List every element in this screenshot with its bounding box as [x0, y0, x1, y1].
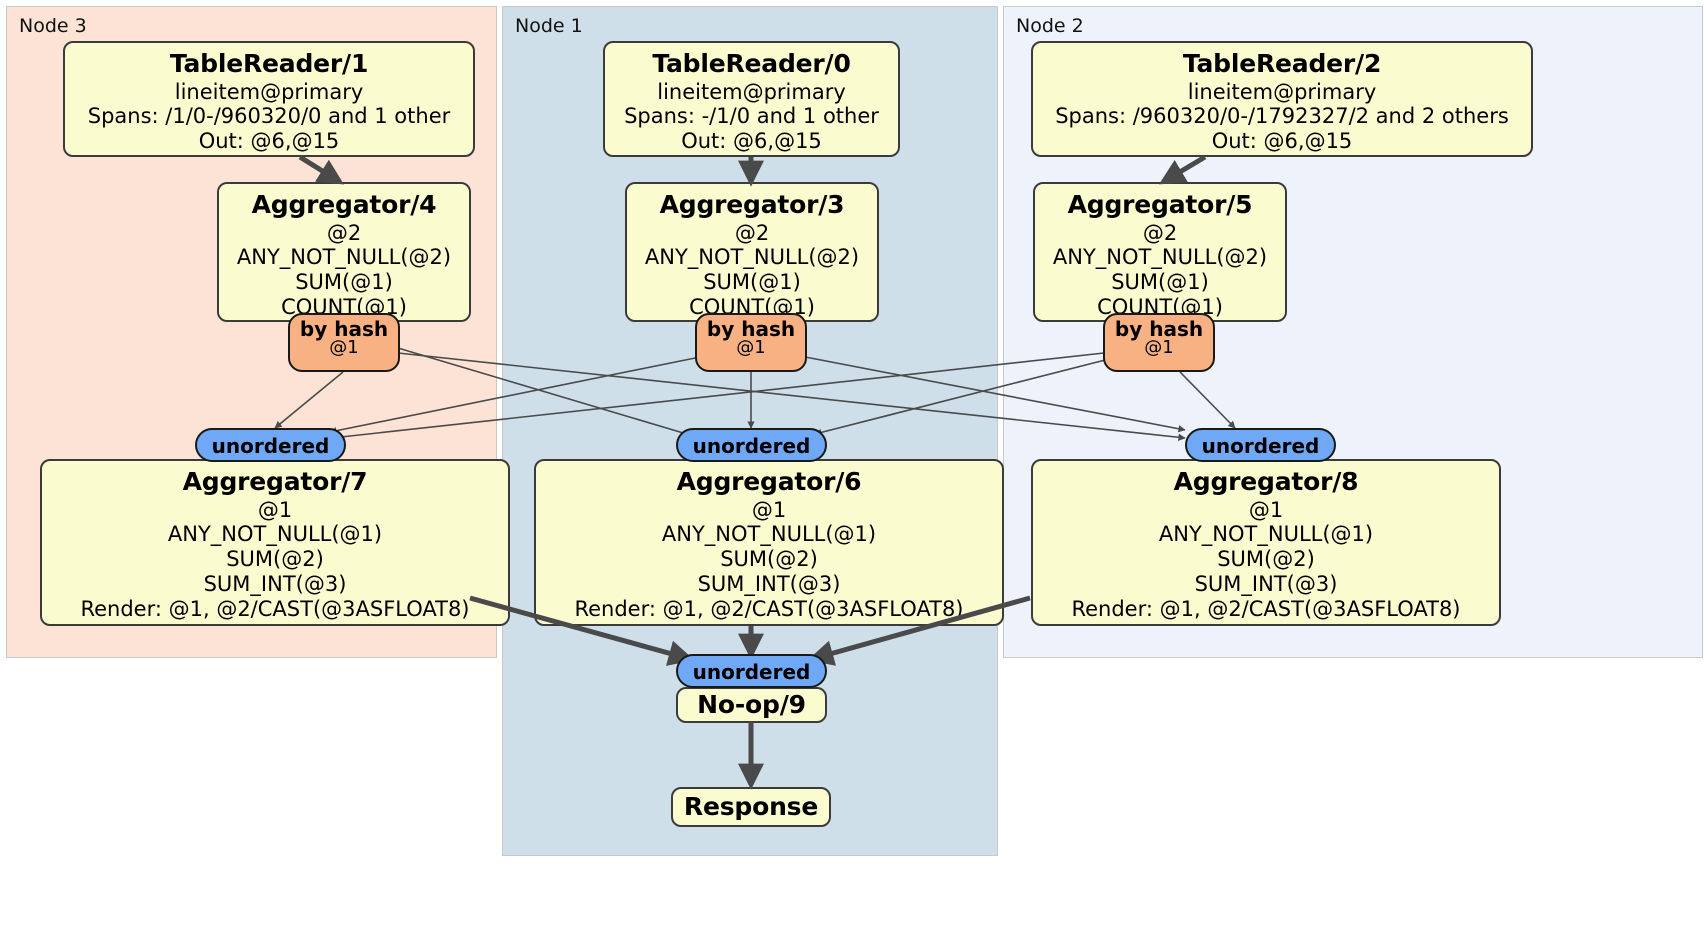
processor-detail-line: SUM(@2)	[226, 547, 324, 572]
processor-title: Response	[683, 792, 819, 822]
badge-unordered-final[interactable]: unordered	[676, 654, 827, 688]
processor-title: TableReader/2	[1182, 49, 1382, 78]
badge-unordered-right[interactable]: unordered	[1185, 428, 1336, 462]
processor-detail-line: @2	[1142, 220, 1178, 245]
processor-detail-line: lineitem@primary	[657, 79, 846, 104]
processor-detail-line: Spans: -/1/0 and 1 other	[624, 104, 879, 129]
processor-table-reader-1[interactable]: TableReader/1 lineitem@primary Spans: /1…	[63, 41, 475, 157]
processor-detail-line: SUM(@1)	[703, 270, 801, 295]
processor-title: Aggregator/5	[1067, 190, 1253, 219]
processor-detail-line: @1	[257, 497, 293, 522]
processor-detail-line: Out: @6,@15	[198, 129, 340, 154]
processor-response[interactable]: Response	[671, 787, 831, 827]
processor-aggregator-8[interactable]: Aggregator/8 @1 ANY_NOT_NULL(@1) SUM(@2)…	[1031, 459, 1501, 626]
badge-unordered-left[interactable]: unordered	[195, 428, 346, 462]
processor-detail-line: ANY_NOT_NULL(@1)	[167, 522, 383, 547]
processor-title: Aggregator/6	[676, 467, 862, 496]
badge-label: by hash	[1114, 317, 1204, 341]
processor-title: Aggregator/3	[659, 190, 845, 219]
badge-by-hash-right[interactable]: by hash @1	[1103, 313, 1215, 372]
badge-label: unordered	[211, 434, 330, 458]
processor-title: TableReader/0	[652, 49, 851, 78]
processor-detail-line: lineitem@primary	[1187, 79, 1377, 104]
processor-detail-line: Render: @1, @2/CAST(@3ASFLOAT8)	[1071, 596, 1461, 621]
processor-detail-line: Out: @6,@15	[681, 129, 822, 154]
processor-aggregator-4[interactable]: Aggregator/4 @2 ANY_NOT_NULL(@2) SUM(@1)…	[217, 182, 471, 322]
badge-unordered-center[interactable]: unordered	[676, 428, 827, 462]
processor-aggregator-3[interactable]: Aggregator/3 @2 ANY_NOT_NULL(@2) SUM(@1)…	[625, 182, 879, 322]
processor-detail-line: ANY_NOT_NULL(@1)	[661, 522, 877, 547]
processor-detail-line: SUM_INT(@3)	[1194, 571, 1338, 596]
badge-label: unordered	[692, 434, 811, 458]
processor-detail-line: Render: @1, @2/CAST(@3ASFLOAT8)	[80, 596, 470, 621]
processor-title: No-op/9	[697, 690, 806, 720]
processor-detail-line: SUM(@1)	[1111, 270, 1209, 295]
processor-detail-line: SUM(@2)	[720, 547, 818, 572]
processor-detail-line: SUM_INT(@3)	[697, 571, 841, 596]
processor-detail-line: @1	[1248, 497, 1284, 522]
processor-detail-line: @2	[326, 220, 362, 245]
processor-title: Aggregator/4	[251, 190, 437, 219]
badge-label: by hash	[299, 317, 389, 341]
processor-noop-9[interactable]: No-op/9	[676, 687, 827, 723]
badge-by-hash-center[interactable]: by hash @1	[695, 313, 807, 372]
badge-label: unordered	[1201, 434, 1320, 458]
processor-aggregator-7[interactable]: Aggregator/7 @1 ANY_NOT_NULL(@1) SUM(@2)…	[40, 459, 510, 626]
processor-detail-line: SUM_INT(@3)	[203, 571, 347, 596]
processor-detail-line: ANY_NOT_NULL(@2)	[644, 245, 860, 270]
processor-detail-line: ANY_NOT_NULL(@2)	[1052, 245, 1268, 270]
processor-aggregator-5[interactable]: Aggregator/5 @2 ANY_NOT_NULL(@2) SUM(@1)…	[1033, 182, 1287, 322]
processor-detail-line: Render: @1, @2/CAST(@3ASFLOAT8)	[574, 596, 964, 621]
processor-detail-line: lineitem@primary	[174, 79, 364, 104]
processor-table-reader-2[interactable]: TableReader/2 lineitem@primary Spans: /9…	[1031, 41, 1533, 157]
processor-detail-line: Out: @6,@15	[1211, 129, 1353, 154]
processor-detail-line: @2	[734, 220, 770, 245]
processor-title: TableReader/1	[169, 49, 369, 78]
processor-detail-line: Spans: /960320/0-/1792327/2 and 2 others	[1055, 104, 1509, 129]
processor-aggregator-6[interactable]: Aggregator/6 @1 ANY_NOT_NULL(@1) SUM(@2)…	[534, 459, 1004, 626]
badge-by-hash-left[interactable]: by hash @1	[288, 313, 400, 372]
badge-label: unordered	[692, 660, 811, 684]
processor-detail-line: ANY_NOT_NULL(@2)	[236, 245, 452, 270]
processor-title: Aggregator/8	[1173, 467, 1359, 496]
badge-label: by hash	[706, 317, 796, 341]
node-label-node2: Node 2	[1016, 15, 1084, 37]
processor-table-reader-0[interactable]: TableReader/0 lineitem@primary Spans: -/…	[603, 41, 900, 157]
processor-detail-line: ANY_NOT_NULL(@1)	[1158, 522, 1374, 547]
processor-detail-line: SUM(@1)	[295, 270, 393, 295]
processor-detail-line: Spans: /1/0-/960320/0 and 1 other	[87, 104, 451, 129]
processor-detail-line: @1	[751, 497, 787, 522]
node-label-node1: Node 1	[515, 15, 583, 37]
processor-detail-line: SUM(@2)	[1217, 547, 1315, 572]
node-label-node3: Node 3	[19, 15, 87, 37]
processor-title: Aggregator/7	[182, 467, 368, 496]
